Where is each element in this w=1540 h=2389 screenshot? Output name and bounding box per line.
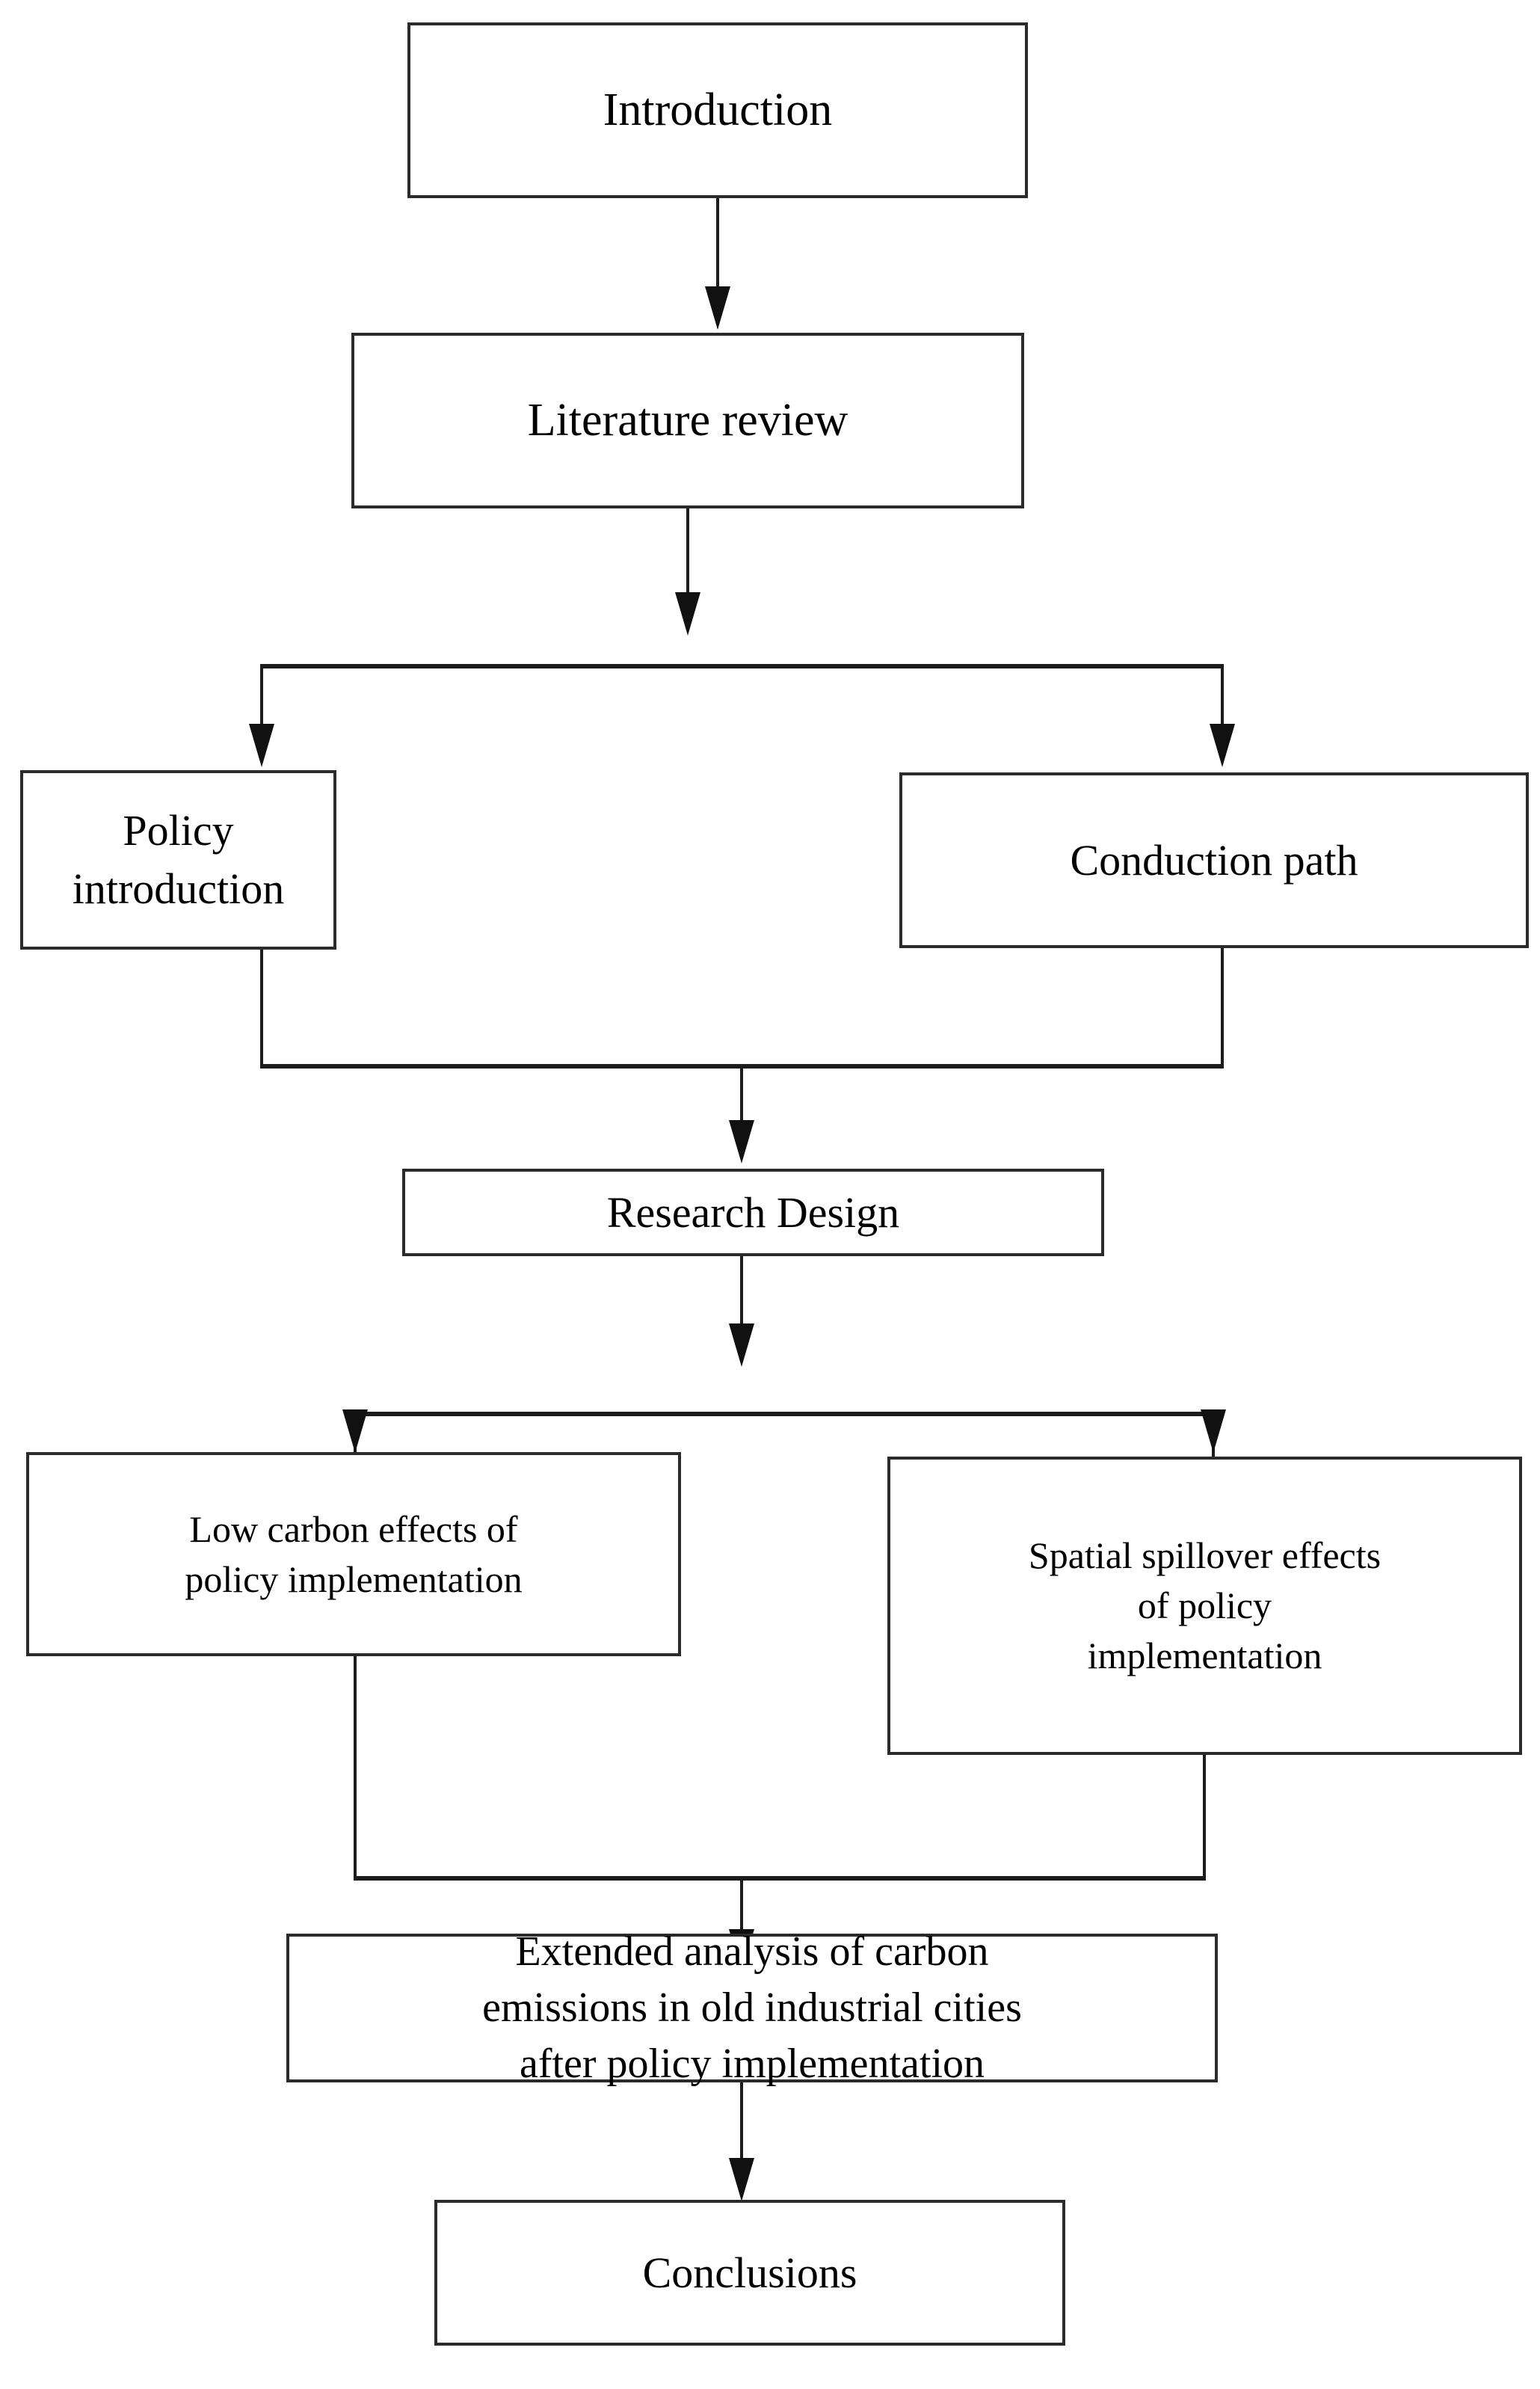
node-conclusions[interactable]: Conclusions: [434, 2200, 1065, 2346]
node-introduction-label: Introduction: [603, 84, 833, 135]
node-literature-review[interactable]: Literature review: [351, 333, 1024, 508]
edge-literature-down-stem: [686, 508, 689, 597]
node-literature-review-label: Literature review: [527, 394, 848, 446]
node-research-design[interactable]: Research Design: [402, 1169, 1104, 1256]
arrowhead-split1-in: [675, 592, 700, 636]
arrowhead-conclusions-in: [729, 2158, 754, 2201]
edge-introduction-to-literature: [716, 198, 719, 289]
edge-spillover-down-stem: [1203, 1755, 1206, 1881]
node-spatial-spillover-effects-label: Spatial spillover effects of policy impl…: [1028, 1534, 1382, 1676]
edge-lowcarbon-down-stem: [354, 1656, 357, 1881]
node-conduction-path[interactable]: Conduction path: [899, 772, 1529, 948]
arrowhead-policy-introduction-in: [249, 724, 274, 767]
arrowhead-research-design-in: [729, 1120, 754, 1163]
node-extended-analysis[interactable]: Extended analysis of carbon emissions in…: [286, 1928, 1218, 2087]
arrowhead-spillover-in: [1201, 1409, 1226, 1453]
node-research-design-label: Research Design: [606, 1187, 900, 1237]
edge-split1-left-stem: [260, 664, 263, 731]
edge-conduction-path-down-stem: [1221, 948, 1224, 1069]
node-introduction[interactable]: Introduction: [407, 22, 1028, 198]
arrowhead-split2-in: [729, 1323, 754, 1367]
edge-policy-introduction-down-stem: [260, 950, 263, 1069]
node-policy-introduction-label: Policy introduction: [72, 806, 285, 913]
node-conclusions-label: Conclusions: [642, 2248, 857, 2297]
arrowhead-conduction-path-in: [1210, 724, 1235, 767]
node-extended-analysis-label: Extended analysis of carbon emissions in…: [482, 1928, 1022, 2088]
arrowhead-lowcarbon-in: [342, 1409, 368, 1453]
node-low-carbon-effects-label: Low carbon effects of policy implementat…: [185, 1507, 523, 1600]
node-spatial-spillover-effects[interactable]: Spatial spillover effects of policy impl…: [887, 1457, 1522, 1755]
node-policy-introduction[interactable]: Policy introduction: [20, 770, 336, 950]
split-bar-after-research-design: [354, 1412, 1215, 1416]
node-low-carbon-effects[interactable]: Low carbon effects of policy implementat…: [26, 1452, 681, 1656]
merge-bar-before-extended-analysis: [354, 1876, 1206, 1881]
edge-split1-right-stem: [1221, 664, 1224, 731]
edge-merge1-to-research-design: [740, 1064, 743, 1124]
edge-research-design-down-stem: [740, 1256, 743, 1327]
edge-merge2-to-extended-analysis: [740, 1876, 743, 1932]
split-bar-after-literature: [260, 664, 1224, 668]
arrowhead-literature-in: [705, 286, 730, 330]
node-conduction-path-label: Conduction path: [1070, 835, 1358, 885]
edge-extended-analysis-to-conclusions: [740, 2082, 743, 2161]
